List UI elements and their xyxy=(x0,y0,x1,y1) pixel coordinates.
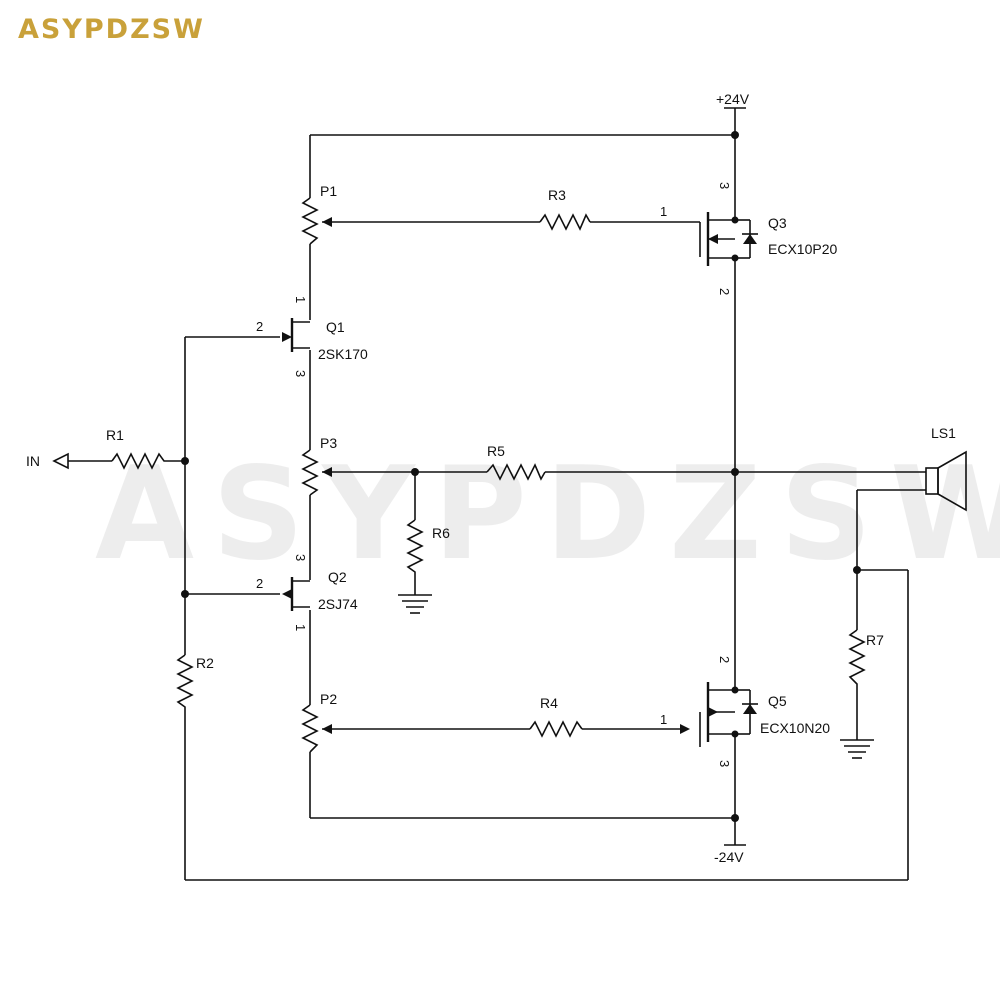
label-p1: P1 xyxy=(320,183,337,199)
label-q2-part: 2SJ74 xyxy=(318,596,358,612)
pin-q1-drain: 1 xyxy=(293,296,308,303)
label-r5: R5 xyxy=(487,443,505,459)
label-r7: R7 xyxy=(866,632,884,648)
potentiometer-p3 xyxy=(301,449,332,496)
label-r4: R4 xyxy=(540,695,558,711)
label-vneg: -24V xyxy=(714,849,744,865)
transistor-q5 xyxy=(680,682,758,742)
label-p2: P2 xyxy=(320,691,337,707)
pin-q2-drain: 1 xyxy=(293,624,308,631)
transistor-q3 xyxy=(706,212,758,266)
pin-q2-source: 3 xyxy=(293,554,308,561)
resistor-r6 xyxy=(406,519,424,575)
label-r2: R2 xyxy=(196,655,214,671)
pin-q3-gate: 1 xyxy=(660,204,667,219)
input-terminal xyxy=(52,452,69,470)
label-r3: R3 xyxy=(548,187,566,203)
pin-q1-gate: 2 xyxy=(256,319,263,334)
pin-q3-source: 3 xyxy=(717,182,732,189)
label-q3: Q3 xyxy=(768,215,787,231)
wires xyxy=(68,107,926,881)
label-ls1: LS1 xyxy=(931,425,956,441)
resistor-r3 xyxy=(539,213,591,231)
label-r6: R6 xyxy=(432,525,450,541)
transistor-q2 xyxy=(282,577,310,611)
pin-q3-drain: 2 xyxy=(717,288,732,295)
speaker-ls1 xyxy=(925,450,967,512)
label-vpos: +24V xyxy=(716,91,750,107)
brand-logo: ASYPDZSW xyxy=(18,14,205,45)
label-q5-part: ECX10N20 xyxy=(760,720,830,736)
resistor-r2 xyxy=(176,654,194,710)
resistor-r7 xyxy=(848,629,866,690)
pin-q1-source: 3 xyxy=(293,370,308,377)
label-q3-part: ECX10P20 xyxy=(768,241,837,257)
label-q1-part: 2SK170 xyxy=(318,346,368,362)
resistor-r1 xyxy=(111,452,168,470)
pin-q2-gate: 2 xyxy=(256,576,263,591)
label-p3: P3 xyxy=(320,435,337,451)
transistor-q1 xyxy=(282,318,310,352)
label-q5: Q5 xyxy=(768,693,787,709)
potentiometer-p1 xyxy=(301,197,332,245)
label-q1: Q1 xyxy=(326,319,345,335)
pin-q5-gate: 1 xyxy=(660,712,667,727)
pin-numbers: 2 1 3 2 3 1 1 3 2 1 2 3 xyxy=(256,182,732,767)
pin-q5-drain: 2 xyxy=(717,656,732,663)
labels: +24V -24V IN R1 R2 R3 R4 R5 R6 R7 P1 P3 … xyxy=(26,91,956,865)
junction-dots xyxy=(181,131,861,822)
label-q2: Q2 xyxy=(328,569,347,585)
resistor-r5 xyxy=(486,463,546,481)
potentiometer-p2 xyxy=(301,704,332,753)
resistor-r4 xyxy=(529,720,583,738)
label-r1: R1 xyxy=(106,427,124,443)
label-in: IN xyxy=(26,453,40,469)
pin-q5-source: 3 xyxy=(717,760,732,767)
